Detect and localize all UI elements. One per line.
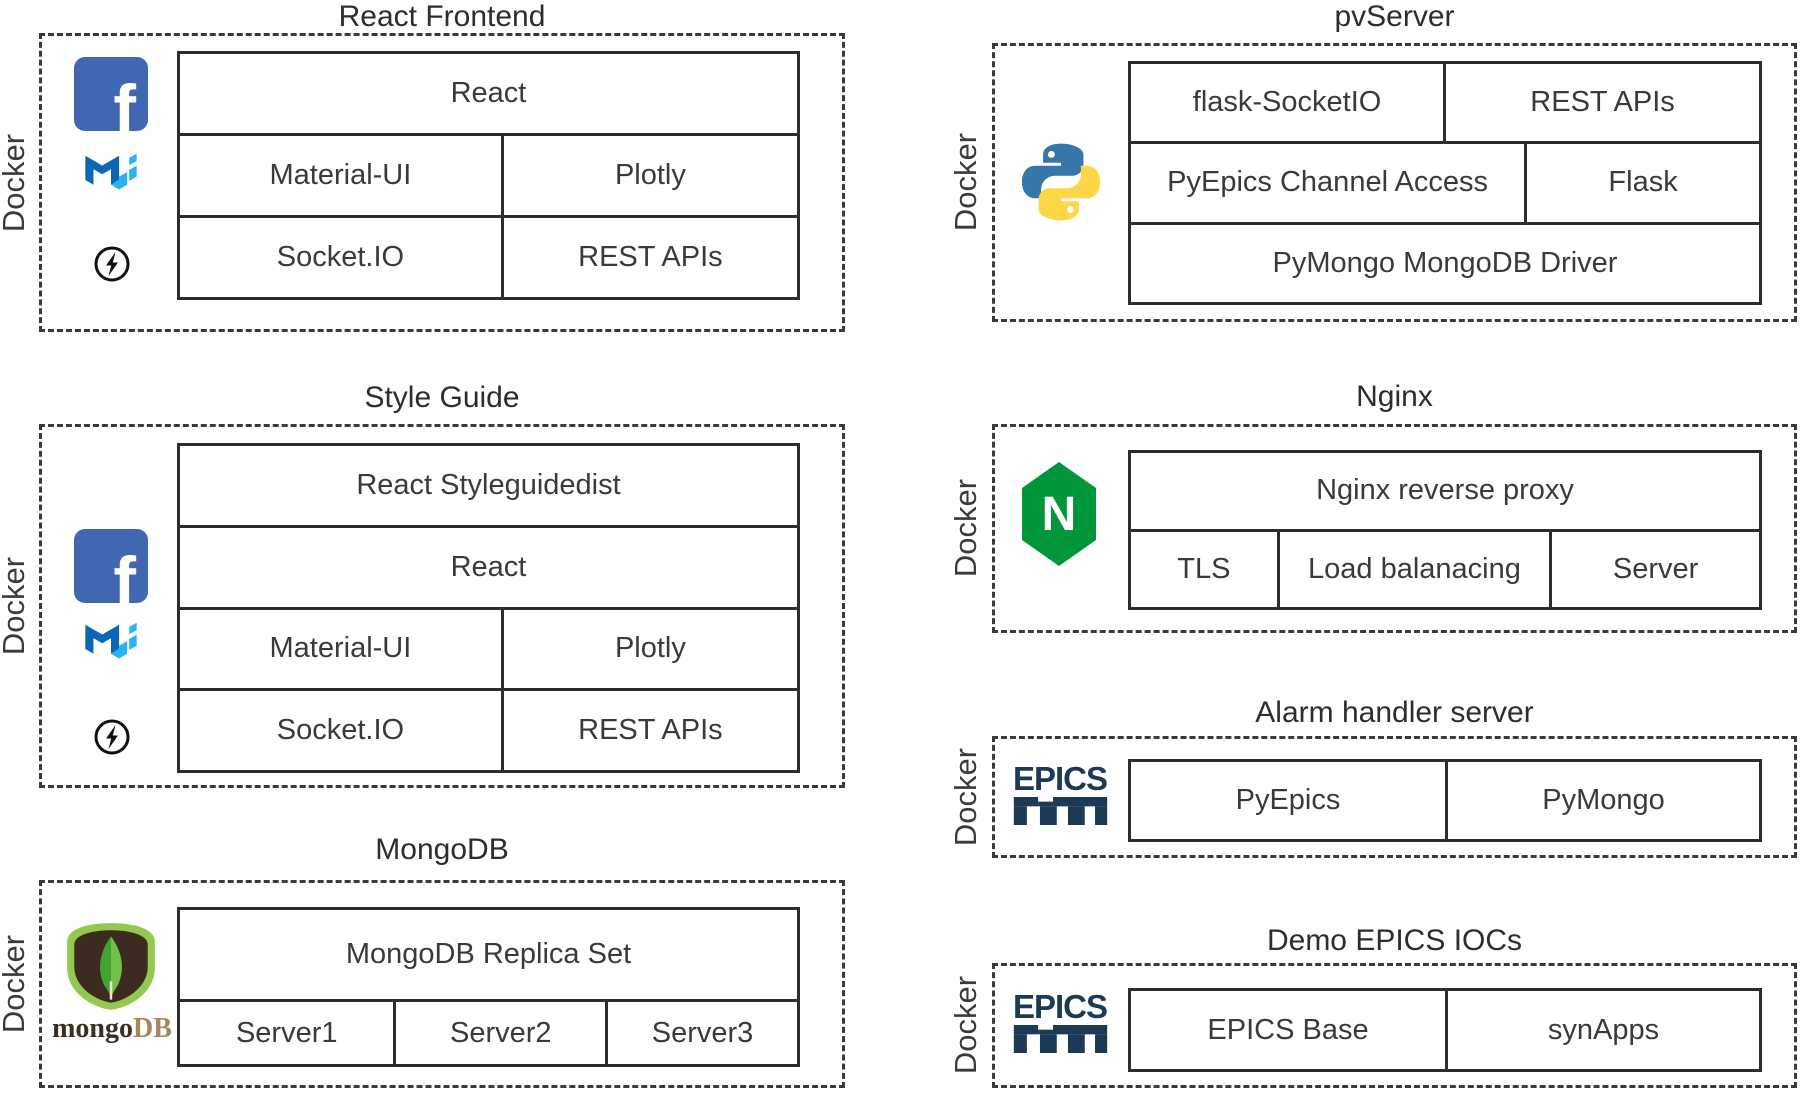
cell-tls: TLS <box>1177 552 1231 585</box>
cell-reverse-proxy: Nginx reverse proxy <box>1316 474 1574 507</box>
cell-server1: Server1 <box>235 1016 338 1049</box>
cell-load-balancing: Load balanacing <box>1276 531 1550 607</box>
panel-title-pvserver: pvServer <box>1334 0 1455 33</box>
docker-label: Docker <box>948 478 983 578</box>
panel-title-react-frontend: React Frontend <box>338 0 546 33</box>
cell-socketio: Socket.IO <box>276 241 405 273</box>
table-row: Server1 Server2 Server3 <box>180 999 797 1064</box>
cell-server2: Server2 <box>393 1002 605 1064</box>
material-ui-icon <box>84 622 138 668</box>
docker-container-demo-iocs <box>992 963 1797 1088</box>
cell-server: Server <box>1549 531 1759 607</box>
cell-replica-set: MongoDB Replica Set <box>345 938 632 970</box>
python-icon <box>1020 140 1102 224</box>
docker-label: Docker <box>0 133 31 233</box>
cell-react: React <box>450 77 527 109</box>
cell-pyepics: PyEpics <box>1235 784 1341 816</box>
docker-container-react-frontend <box>39 33 845 332</box>
cell-flask: Flask <box>1524 144 1759 222</box>
cell-rest-apis: REST APIs <box>1443 64 1759 142</box>
docker-container-mongodb <box>39 880 845 1088</box>
docker-container-style-guide <box>39 424 845 788</box>
stack-table-react-frontend: React Material-UI Plotly Socket.IO REST … <box>177 51 800 300</box>
table-row: React <box>180 54 797 133</box>
docker-label: Docker <box>948 975 983 1075</box>
cell-socketio: Socket.IO <box>276 714 405 747</box>
table-row: Material-UI Plotly <box>180 133 797 215</box>
panel-title-nginx: Nginx <box>1356 380 1433 413</box>
stack-table-demo-iocs: EPICS Base synApps <box>1128 988 1762 1072</box>
stack-table-pvserver: flask-SocketIO REST APIs PyEpics Channel… <box>1128 61 1762 305</box>
cell-server3: Server3 <box>605 1002 797 1064</box>
facebook-icon: f <box>74 57 148 131</box>
stack-table-style-guide: React Styleguidedist React Material-UI P… <box>177 443 800 773</box>
table-row: Material-UI Plotly <box>180 606 797 689</box>
socketio-icon <box>93 718 131 756</box>
cell-rest-apis: REST APIs <box>500 691 797 770</box>
panel-title-style-guide: Style Guide <box>364 381 520 414</box>
stack-table-mongodb: MongoDB Replica Set Server1 Server2 Serv… <box>177 907 800 1067</box>
cell-styleguidedist: React Styleguidedist <box>356 468 621 501</box>
table-row: Socket.IO REST APIs <box>180 215 797 297</box>
docker-label: Docker <box>948 747 983 847</box>
table-row: Socket.IO REST APIs <box>180 688 797 770</box>
docker-container-pvserver <box>992 43 1797 322</box>
docker-container-alarm-handler <box>992 736 1797 858</box>
cell-pymongo-driver: PyMongo MongoDB Driver <box>1272 246 1618 279</box>
mongodb-icon <box>60 922 162 1012</box>
socketio-icon <box>93 245 131 283</box>
cell-plotly: Plotly <box>500 609 797 689</box>
cell-plotly: Plotly <box>500 136 797 215</box>
stack-table-nginx: Nginx reverse proxy TLS Load balanacing … <box>1128 450 1762 610</box>
cell-epics-base: EPICS Base <box>1207 1013 1369 1046</box>
panel-title-alarm-handler: Alarm handler server <box>1255 696 1534 729</box>
table-row: React <box>180 524 797 607</box>
docker-label: Docker <box>0 556 31 656</box>
table-row: flask-SocketIO REST APIs <box>1131 64 1759 142</box>
panel-title-mongodb: MongoDB <box>375 833 509 866</box>
docker-label: Docker <box>948 132 983 232</box>
table-row: React Styleguidedist <box>180 446 797 525</box>
docker-label: Docker <box>0 934 31 1034</box>
cell-material-ui: Material-UI <box>269 159 412 191</box>
cell-synapps: synApps <box>1445 991 1759 1069</box>
table-row: TLS Load balanacing Server <box>1131 528 1759 607</box>
svg-text:N: N <box>1042 488 1077 541</box>
table-row: PyEpics PyMongo <box>1131 762 1759 839</box>
nginx-icon: N <box>1022 462 1096 566</box>
facebook-icon: f <box>74 529 148 603</box>
epics-icon: EPICS <box>1010 990 1110 1058</box>
panel-title-demo-iocs: Demo EPICS IOCs <box>1266 924 1523 957</box>
table-row: Nginx reverse proxy <box>1131 453 1759 529</box>
cell-flask-socketio: flask-SocketIO <box>1192 86 1382 119</box>
cell-rest-apis: REST APIs <box>500 218 797 297</box>
docker-container-nginx <box>992 424 1797 633</box>
table-row: PyMongo MongoDB Driver <box>1131 221 1759 302</box>
cell-pyepics-channel-access: PyEpics Channel Access <box>1167 166 1488 199</box>
cell-material-ui: Material-UI <box>269 632 412 665</box>
epics-icon: EPICS <box>1010 762 1110 830</box>
table-row: EPICS Base synApps <box>1131 991 1759 1069</box>
cell-pymongo: PyMongo <box>1445 762 1759 839</box>
stack-table-alarm-handler: PyEpics PyMongo <box>1128 759 1762 842</box>
table-row: MongoDB Replica Set <box>180 910 797 999</box>
table-row: PyEpics Channel Access Flask <box>1131 141 1759 222</box>
material-ui-icon <box>84 153 138 199</box>
cell-react: React <box>450 550 527 583</box>
mongodb-wordmark: mongoDB <box>52 1013 172 1044</box>
